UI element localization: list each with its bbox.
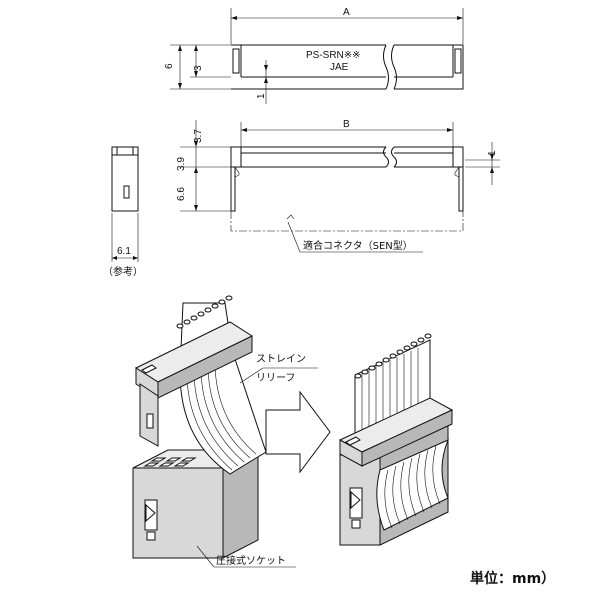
side-break-left xyxy=(383,146,389,168)
dim-3-label: 3 xyxy=(193,65,204,71)
assembly-after xyxy=(338,333,454,546)
latch-left xyxy=(232,48,240,74)
strain-relief-leg-slot xyxy=(146,413,154,429)
dim-ref-label: （参考） xyxy=(103,265,143,278)
side-hook-right xyxy=(454,166,460,178)
after-latch-tab xyxy=(350,490,361,510)
assembly-arrow-icon xyxy=(265,390,331,474)
callout-connector-leader xyxy=(287,221,301,253)
units-label: 単位：mm） xyxy=(470,570,555,587)
phantom-tick xyxy=(286,214,295,220)
break-line-right xyxy=(391,44,397,90)
after-wire-ends xyxy=(354,333,432,379)
break-line-left xyxy=(383,44,389,90)
wire-ends xyxy=(176,295,233,329)
side-cap-left xyxy=(230,146,242,168)
dim-3-9-label: 3.9 xyxy=(176,157,187,171)
after-relief-end xyxy=(339,439,363,467)
after-relief-mark xyxy=(345,436,361,446)
side-break-right xyxy=(391,146,397,168)
side-dim1-arrows xyxy=(490,154,494,173)
strain-relief-mark xyxy=(141,364,157,374)
side-cap-right xyxy=(452,146,464,168)
callout-socket-leader xyxy=(196,545,215,568)
side-body-outline xyxy=(231,146,464,168)
socket-holes xyxy=(143,457,197,467)
socket-latch-tab xyxy=(145,503,156,523)
dim-6-label: 6 xyxy=(164,63,175,69)
marking-line1: PS-SRN※※ xyxy=(306,50,361,61)
dim-1-arrows xyxy=(264,65,268,83)
end-view: 6.1 （参考） xyxy=(103,146,143,278)
after-lock xyxy=(351,519,361,529)
dim-3-7-arrow xyxy=(194,141,198,147)
assembly-before: ストレイン リリーフ 圧接式ソケット xyxy=(132,295,318,568)
ribbon-before xyxy=(176,295,267,475)
side-leg-left xyxy=(230,166,236,212)
after-ribbon-lines xyxy=(384,445,441,529)
end-view-slot xyxy=(123,185,130,199)
callout-strain-leader xyxy=(239,367,264,384)
phantom-connector xyxy=(230,211,464,232)
dim-3-7-label: 3.7 xyxy=(193,129,204,143)
strain-relief-top-outline xyxy=(231,44,464,90)
socket-lock xyxy=(146,531,156,541)
side-hook-left xyxy=(234,166,240,178)
side-dim1-label: 1 xyxy=(487,150,498,156)
marking-line2: JAE xyxy=(330,62,349,73)
side-leg-right xyxy=(458,166,464,212)
callout-strain-line2: リリーフ xyxy=(256,373,295,384)
top-view: A PS-SRN※※ JAE 6 3 1 xyxy=(164,7,464,104)
dim-6-6-label: 6.6 xyxy=(176,187,187,201)
dim-a-label: A xyxy=(343,7,350,18)
latch-right xyxy=(454,48,462,74)
dim-1-label: 1 xyxy=(256,93,267,99)
end-view-body xyxy=(111,146,139,212)
callout-connector-text: 適合コネクタ（SEN型） xyxy=(303,239,413,252)
callout-socket-text: 圧接式ソケット xyxy=(216,554,286,567)
dim-6-1-label: 6.1 xyxy=(117,246,131,257)
after-wire-lines xyxy=(361,348,419,446)
side-view: B 適合コネクタ（SEN型） 3.7 3.9 6.6 xyxy=(176,119,500,253)
callout-strain-line1: ストレイン xyxy=(256,354,306,365)
dim-b-label: B xyxy=(343,119,350,130)
strain-relief-front xyxy=(157,335,253,399)
end-view-cap xyxy=(116,146,134,156)
